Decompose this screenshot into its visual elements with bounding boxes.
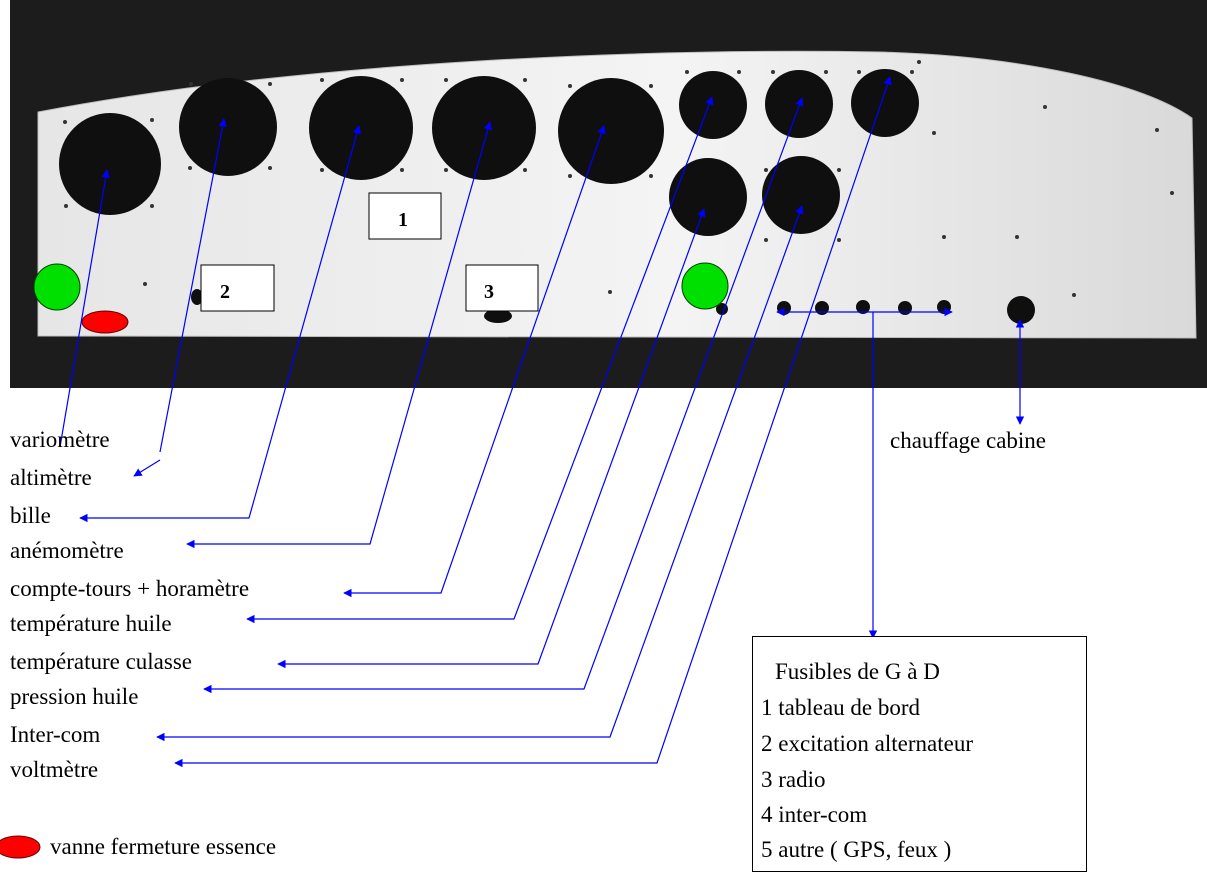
- hole-anemometre: [432, 76, 536, 180]
- label-altimetre: altimètre: [10, 465, 92, 490]
- hole-voltmetre: [762, 156, 840, 234]
- hole-chauffage: [1007, 296, 1035, 324]
- label-voltmetre: voltmètre: [10, 757, 99, 782]
- hole-altimetre: [179, 78, 277, 176]
- green-marker-left: [33, 263, 81, 311]
- legend-red-marker: [0, 835, 41, 859]
- hole-temp-culasse: [765, 70, 833, 138]
- label-vanne-fermeture-essence: vanne fermeture essence: [50, 834, 277, 859]
- fuse-item-2: 2 excitation alternateur: [761, 731, 974, 756]
- green-marker-right: [681, 262, 729, 310]
- fuse-item-5: 5 autre ( GPS, feux ): [761, 837, 952, 862]
- fuse-item-3: 3 radio: [761, 767, 826, 792]
- hole-pression-huile: [851, 69, 919, 137]
- box-label-1: 1: [368, 192, 442, 240]
- arrow-altimetre-head: [133, 459, 161, 477]
- hole-temp-huile: [679, 71, 747, 139]
- hole-bille: [309, 76, 413, 180]
- hole-fuse-1: [777, 301, 791, 315]
- box-label-3: 3: [465, 264, 539, 312]
- red-marker-vanne: [81, 310, 129, 334]
- arrow-voltmetre: [174, 76, 892, 768]
- svg-text:3: 3: [484, 281, 494, 303]
- fuse-item-1: 1 tableau de bord: [761, 695, 921, 720]
- label-anemometre: anémomètre: [10, 538, 124, 563]
- label-bille: bille: [10, 503, 51, 528]
- fuses-title: Fusibles de G à D: [775, 659, 940, 684]
- svg-text:1: 1: [398, 209, 408, 231]
- label-variometre: variomètre: [10, 427, 110, 452]
- label-inter-com: Inter-com: [10, 722, 101, 747]
- label-temperature-culasse: température culasse: [10, 649, 192, 674]
- hole-inter-com: [669, 158, 747, 236]
- hole-fuse-2: [815, 301, 829, 315]
- hole-variometre: [59, 113, 161, 215]
- hole-fuse-4: [898, 301, 912, 315]
- hole-compte-tours: [558, 78, 664, 184]
- leader-arrows: [59, 76, 1025, 768]
- svg-text:2: 2: [220, 281, 230, 303]
- box-label-2: 2: [200, 264, 275, 312]
- fuse-item-4: 4 inter-com: [761, 802, 868, 827]
- fuses-box: Fusibles de G à D 1 tableau de bord 2 ex…: [752, 636, 1087, 872]
- label-chauffage-cabine: chauffage cabine: [890, 428, 1047, 453]
- label-compte-tours: compte-tours + horamètre: [10, 576, 250, 601]
- label-pression-huile: pression huile: [10, 684, 139, 709]
- label-temperature-huile: température huile: [10, 611, 172, 636]
